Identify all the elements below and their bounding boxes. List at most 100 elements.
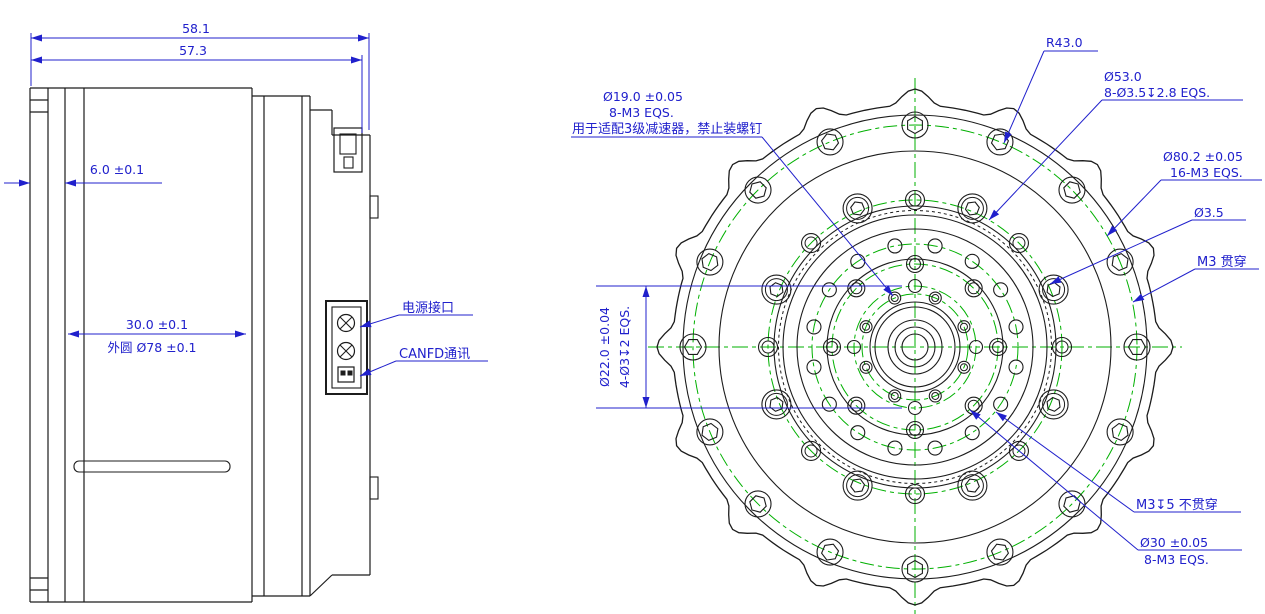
outer-bolt <box>696 248 724 276</box>
cbore-hole-inner <box>1055 340 1069 354</box>
m3-hole <box>888 291 902 305</box>
power-terminal <box>336 313 356 333</box>
hex-socket <box>820 543 840 561</box>
face-screw-inner <box>1042 278 1066 302</box>
dim-d80-holes: 16-M3 EQS. <box>1170 165 1243 180</box>
bolt-circle <box>692 124 1138 570</box>
hex-socket <box>907 559 923 579</box>
outer-bolt <box>744 176 772 204</box>
bolt-circle <box>861 293 969 401</box>
hex-socket <box>850 201 866 216</box>
dim-6-0: 6.0 ±0.1 <box>90 162 144 177</box>
outer-bolt <box>744 490 772 518</box>
arrowhead <box>883 285 893 296</box>
hex-socket <box>820 133 840 151</box>
dim-d53-holes: 8-Ø3.5↧2.8 EQS. <box>1104 85 1210 100</box>
m3-hole <box>964 279 983 298</box>
hex-socket <box>964 478 980 493</box>
outer-bolt <box>986 128 1014 156</box>
m3-hole-inner <box>862 322 871 331</box>
face-screw-inner <box>764 392 788 416</box>
outer-bolt <box>816 538 844 566</box>
m3-hole <box>888 389 902 403</box>
arrowhead <box>360 320 372 328</box>
face-screw-inner <box>846 196 870 220</box>
hex-socket <box>749 181 767 199</box>
small-hole <box>806 359 822 375</box>
m3-hole <box>928 291 942 305</box>
cbore-hole <box>801 440 822 461</box>
dim-d3-5: Ø3.5 <box>1194 205 1224 220</box>
hex-socket <box>1046 396 1061 412</box>
terminal-x <box>339 344 353 358</box>
small-hole <box>1008 319 1024 335</box>
m3-hole <box>859 360 873 374</box>
hex-socket <box>701 252 719 272</box>
dim-d30-holes: 8-M3 EQS. <box>1144 552 1209 567</box>
arrowhead <box>1133 293 1145 302</box>
dim-d19-note: 用于适配3级减速器，禁止装螺钉 <box>572 122 762 137</box>
m3-hole-inner <box>850 399 863 412</box>
serration-ring <box>778 210 1052 484</box>
outer-bolt <box>901 111 929 139</box>
small-hole <box>850 425 866 441</box>
cbore-hole <box>1051 336 1073 358</box>
side-tab <box>369 195 379 219</box>
hex-socket <box>1127 339 1147 355</box>
m3-hole-inner <box>862 363 871 372</box>
dim-30-0: 30.0 ±0.1 <box>126 317 188 332</box>
dim-d22-value: Ø22.0 ±0.04 <box>597 307 612 387</box>
leader-line <box>1106 179 1162 237</box>
pilot-hole <box>968 339 984 355</box>
face-screw <box>957 193 988 224</box>
cbore-hole <box>904 189 926 211</box>
canfd-pin <box>347 370 353 376</box>
dim-d53-value: Ø53.0 <box>1104 69 1142 84</box>
flange-circle <box>869 301 961 393</box>
top-connector-outline <box>333 127 363 173</box>
flange-circle <box>901 333 929 361</box>
side-tab <box>369 476 379 500</box>
arrowhead <box>235 330 246 338</box>
small-hole <box>993 282 1009 298</box>
outer-bolt <box>696 418 724 446</box>
flange-circle <box>796 228 1034 466</box>
face-screw-inner <box>764 278 788 302</box>
small-hole <box>821 396 837 412</box>
face-screw-inner <box>846 474 870 498</box>
face-screw-inner <box>1042 392 1066 416</box>
small-hole <box>806 319 822 335</box>
leader-line <box>1003 50 1045 144</box>
m3-hole-inner <box>967 399 980 412</box>
leader-line <box>988 99 1103 221</box>
cbore-hole-inner <box>804 444 818 458</box>
flange-circle <box>782 214 1048 480</box>
leader-line <box>969 409 1139 551</box>
dim-d80-value: Ø80.2 ±0.05 <box>1163 149 1243 164</box>
arrowhead <box>31 34 42 42</box>
dim-58-1: 58.1 <box>182 21 210 36</box>
outer-bolt <box>679 333 707 361</box>
hex-socket <box>701 422 719 442</box>
hex-socket <box>907 115 923 135</box>
arrowhead <box>19 179 30 187</box>
cbore-hole-inner <box>1012 444 1026 458</box>
label-power-port: 电源接口 <box>402 300 454 316</box>
small-hole <box>993 396 1009 412</box>
m3-hole-inner <box>909 424 921 436</box>
cbore-hole <box>1008 233 1029 254</box>
top-connector-detail <box>343 156 354 169</box>
arrowhead <box>1050 276 1062 284</box>
dim-m3-blind: M3↧5 不贯穿 <box>1136 497 1218 513</box>
m3-hole-inner <box>890 391 899 400</box>
m3-hole <box>905 420 925 440</box>
connector-block-inner <box>331 306 362 389</box>
small-hole <box>1008 359 1024 375</box>
cbore-hole <box>904 483 926 505</box>
hex-socket <box>990 543 1010 561</box>
face-screw <box>842 193 873 224</box>
face-screw <box>1038 389 1069 420</box>
hex-socket <box>990 133 1010 151</box>
m3-hole-inner <box>850 282 863 295</box>
